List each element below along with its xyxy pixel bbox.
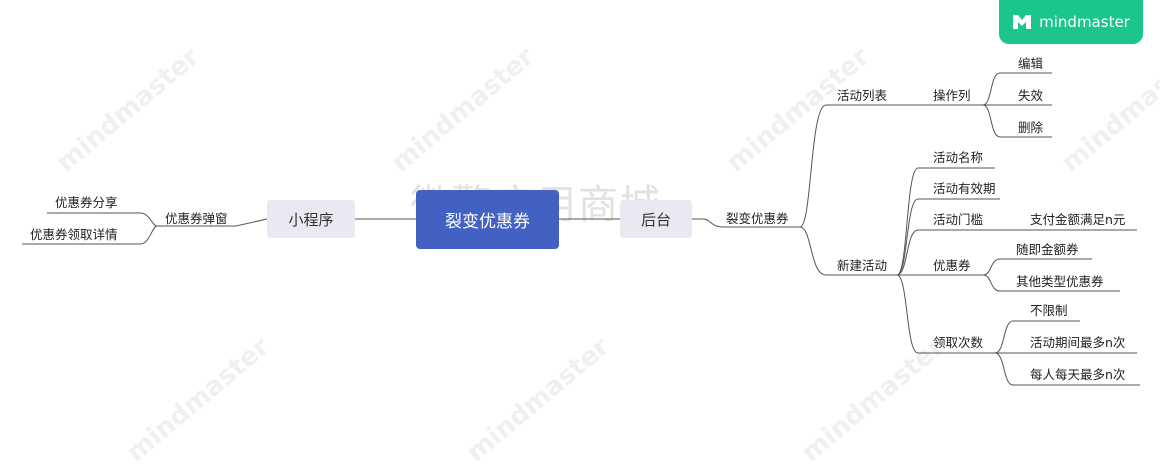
topic-max-per-day[interactable]: 每人每天最多n次 — [1030, 367, 1126, 382]
root-topic[interactable]: 裂变优惠券 — [416, 190, 559, 249]
topic-activity-threshold[interactable]: 活动门槛 — [933, 212, 984, 227]
topic-coupon-claim-detail[interactable]: 优惠券领取详情 — [30, 227, 118, 242]
topic-claim-times[interactable]: 领取次数 — [933, 335, 984, 350]
topic-coupon[interactable]: 优惠券 — [933, 258, 971, 273]
topic-operation-column[interactable]: 操作列 — [933, 88, 971, 103]
topic-other-coupon[interactable]: 其他类型优惠券 — [1016, 274, 1104, 289]
topic-activity-period[interactable]: 活动有效期 — [933, 181, 996, 196]
topic-random-amount-coupon[interactable]: 随即金额券 — [1016, 242, 1079, 257]
topic-threshold-amount[interactable]: 支付金额满足n元 — [1030, 212, 1126, 227]
topic-max-per-activity[interactable]: 活动期间最多n次 — [1030, 335, 1126, 350]
branch-backend[interactable]: 后台 — [620, 200, 692, 238]
topic-new-activity[interactable]: 新建活动 — [837, 258, 888, 273]
topic-activity-name[interactable]: 活动名称 — [933, 150, 984, 165]
topic-coupon-popup[interactable]: 优惠券弹窗 — [165, 211, 228, 226]
mindmap-connectors — [22, 72, 1140, 386]
topic-invalidate[interactable]: 失效 — [1018, 88, 1044, 103]
brand-name: mindmaster — [1039, 13, 1130, 31]
mindmaster-badge: mindmaster — [999, 0, 1143, 44]
topic-activity-list[interactable]: 活动列表 — [837, 88, 888, 103]
topic-coupon-share[interactable]: 优惠券分享 — [55, 195, 118, 210]
topic-unlimited[interactable]: 不限制 — [1030, 303, 1068, 318]
topic-delete[interactable]: 删除 — [1018, 120, 1044, 135]
topic-fission-coupon[interactable]: 裂变优惠券 — [726, 211, 789, 226]
mindmaster-logo-icon — [1013, 15, 1032, 29]
topic-edit[interactable]: 编辑 — [1018, 56, 1044, 71]
branch-mini-program[interactable]: 小程序 — [267, 200, 355, 238]
